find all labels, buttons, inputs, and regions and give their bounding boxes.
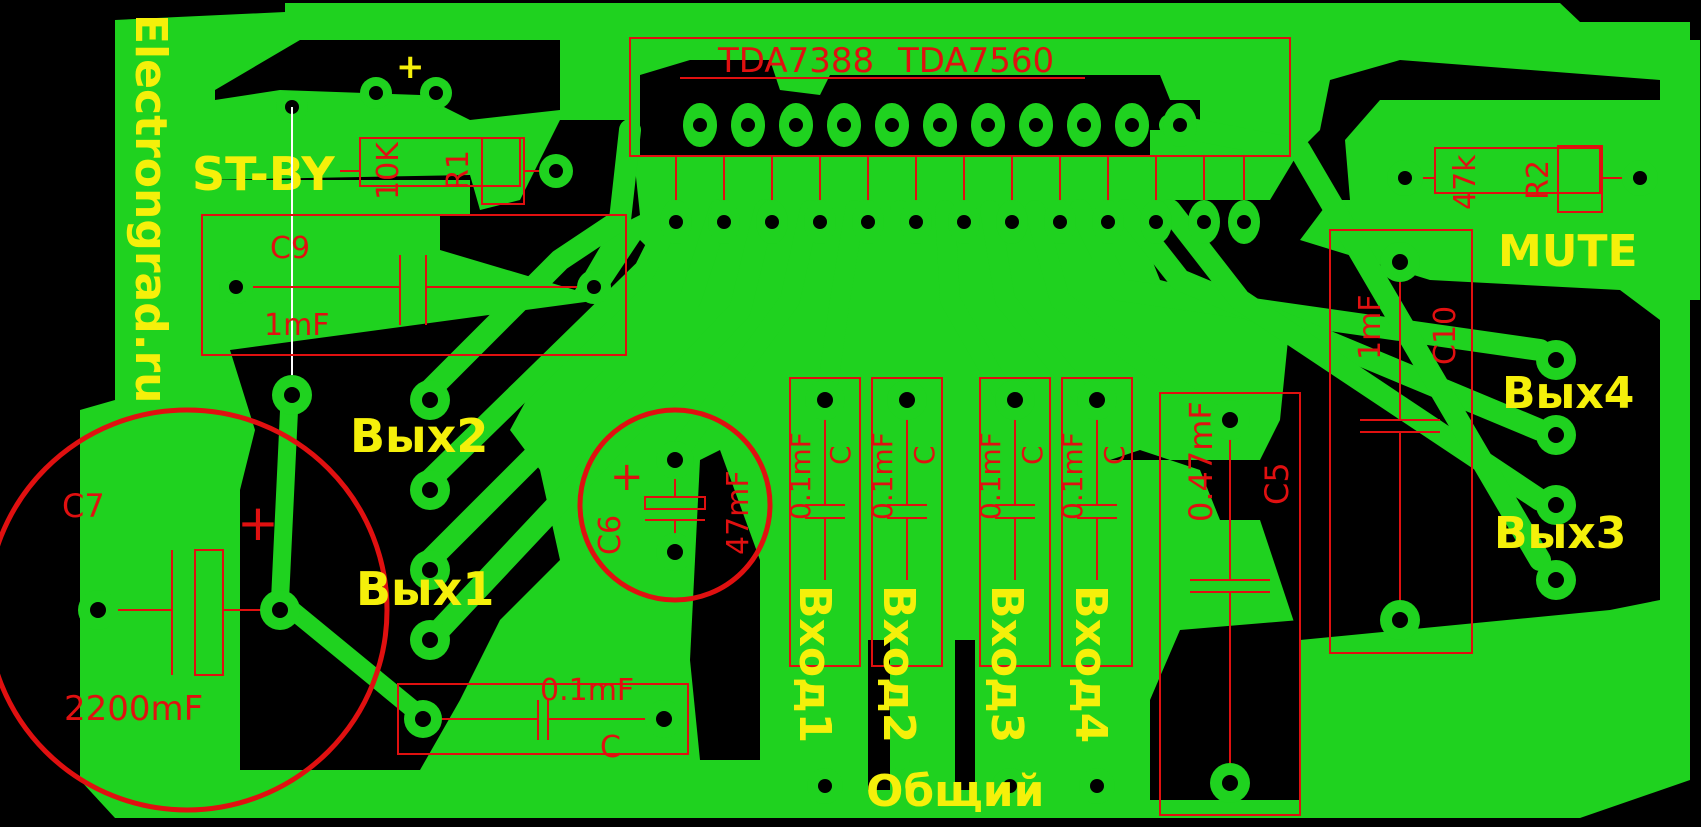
c-bottom-ref: C xyxy=(600,730,621,765)
resistor-r2: 47k R2 xyxy=(1387,145,1658,213)
c6-ref: C6 xyxy=(593,515,628,555)
c7-ref: C7 xyxy=(62,487,105,525)
capacitor-c10: 1mF C10 xyxy=(1329,229,1473,654)
input-capacitor-1: 0.1mF C xyxy=(784,377,861,667)
input-1-label: Вход1 xyxy=(789,585,840,743)
c-in2-ref: C xyxy=(908,445,941,465)
ic-footprint: TDA7388 TDA7560 xyxy=(629,37,1291,157)
output-pads-left xyxy=(410,380,450,660)
input-3-label: Вход3 xyxy=(981,585,1032,743)
mute-label: MUTE xyxy=(1498,226,1638,277)
r2-value: 47k xyxy=(1448,154,1483,210)
r1-ref: R1 xyxy=(441,150,476,190)
c-in3-value: 0.1mF xyxy=(974,432,1007,520)
c7-plus: + xyxy=(237,494,279,552)
c-in1-ref: C xyxy=(824,445,857,465)
resistor-r1: 10K R1 xyxy=(340,137,573,205)
c6-plus: + xyxy=(610,454,644,500)
standby-label: ST-BY xyxy=(192,147,335,201)
ic-pads-bottom xyxy=(660,200,1260,244)
c-in2-value: 0.1mF xyxy=(866,432,899,520)
input-2-label: Вход2 xyxy=(873,585,924,743)
traces xyxy=(271,114,1551,770)
c-in1-value: 0.1mF xyxy=(784,432,817,520)
input-capacitor-4: 0.1mF C xyxy=(1056,377,1133,667)
c9-value: 1mF xyxy=(264,308,330,343)
c10-value: 1mF xyxy=(1353,294,1388,360)
c-in3-ref: C xyxy=(1016,445,1049,465)
capacitor-c-bottom: 0.1mF C xyxy=(397,673,689,765)
capacitor-c5: 0.47mF C5 xyxy=(1159,392,1301,816)
output-pads-right xyxy=(1536,340,1576,600)
c7-value: 2200mF xyxy=(64,689,203,729)
input-capacitor-2: 0.1mF C xyxy=(866,377,943,667)
c6-value: 47mF xyxy=(721,470,756,555)
supply-plus-label: + xyxy=(396,47,425,87)
r2-ref: R2 xyxy=(1521,160,1556,200)
site-label: Electrongrad.ru xyxy=(125,14,176,403)
capacitor-c6: + C6 47mF xyxy=(577,407,773,603)
capacitor-c9: C9 1mF xyxy=(201,214,627,356)
input-4-label: Вход4 xyxy=(1065,585,1116,743)
c9-ref: C9 xyxy=(270,231,310,266)
c-in4-ref: C xyxy=(1098,445,1131,465)
output-3-label: Вых3 xyxy=(1494,508,1626,559)
ic-pads-top xyxy=(683,103,1197,147)
input-capacitor-3: 0.1mF C xyxy=(974,377,1051,667)
chip-label-1: TDA7388 xyxy=(717,41,874,81)
c-bottom-value: 0.1mF xyxy=(540,673,634,708)
r1-value: 10K xyxy=(371,141,406,200)
output-2-label: Вых2 xyxy=(350,409,488,463)
c5-ref: C5 xyxy=(1258,462,1296,505)
output-1-label: Вых1 xyxy=(356,562,494,616)
c-in4-value: 0.1mF xyxy=(1056,432,1089,520)
ground-pads xyxy=(807,768,1115,804)
output-4-label: Вых4 xyxy=(1502,368,1634,419)
c10-ref: C10 xyxy=(1428,306,1463,365)
capacitor-c7: C7 + 2200mF xyxy=(0,375,390,813)
ground-label: Общий xyxy=(866,766,1044,817)
chip-label-2: TDA7560 xyxy=(897,41,1054,81)
